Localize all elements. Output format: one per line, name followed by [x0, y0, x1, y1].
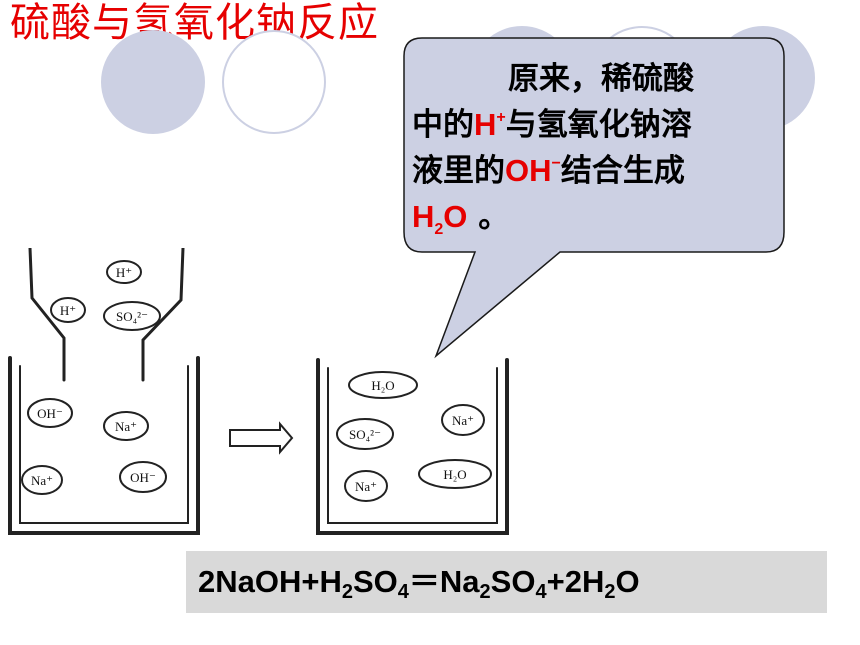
molecule-h2o-1: H₂O	[371, 378, 394, 393]
ion-so4-2: SO₄²⁻	[349, 427, 381, 442]
beaker-left	[8, 356, 200, 535]
ion-oh-1: OH⁻	[37, 406, 63, 421]
bubble-line-1: 原来，稀硫酸	[508, 61, 694, 97]
water-formula: H2O	[412, 199, 468, 239]
funnel-left-wall	[28, 248, 66, 382]
ion-h-1: H⁺	[116, 265, 132, 280]
beaker-right	[316, 358, 509, 535]
h-ion: H+	[474, 107, 506, 142]
ion-oh-2: OH⁻	[130, 470, 156, 485]
decor-circle-1	[101, 30, 205, 134]
chemical-equation: 2NaOH+H2SO4＝Na2SO4+2H2O	[186, 551, 827, 613]
bubble-text: 原来，稀硫酸 中的H+与氢氧化钠溶 液里的OH−结合生成 H2O 。	[412, 56, 774, 240]
ion-na-1: Na⁺	[115, 419, 137, 434]
oh-ion: OH−	[505, 153, 561, 188]
funnel-right-wall	[141, 248, 185, 382]
ion-so4-1: SO₄²⁻	[116, 309, 148, 324]
ion-na-4: Na⁺	[355, 479, 377, 494]
reaction-arrow-icon	[229, 421, 294, 455]
decor-circle-2	[222, 30, 326, 134]
ion-na-3: Na⁺	[452, 413, 474, 428]
reaction-diagram: H⁺ H⁺ SO₄²⁻ OH⁻ Na⁺ Na⁺ OH⁻ H₂O SO₄²⁻ Na…	[8, 248, 509, 535]
molecule-h2o-2: H₂O	[443, 467, 466, 482]
bubble-line-2: 中的H+与氢氧化钠溶	[412, 107, 692, 143]
bubble-line-3: 液里的OH−结合生成	[412, 153, 685, 189]
slide-title: 硫酸与氢氧化钠反应	[10, 0, 379, 46]
ion-h-2: H⁺	[60, 303, 76, 318]
bubble-line-4: H2O 。	[412, 199, 510, 239]
ion-na-2: Na⁺	[31, 473, 53, 488]
